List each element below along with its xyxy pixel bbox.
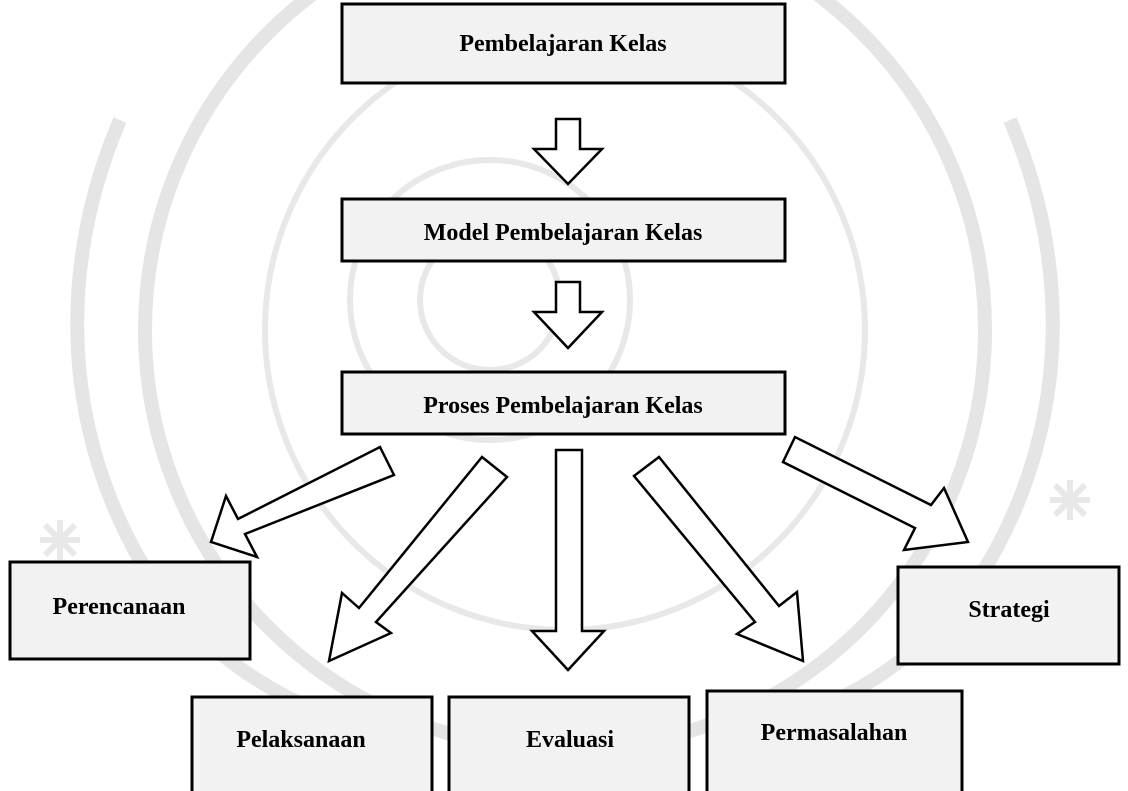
label-proses-pembelajaran-kelas: Proses Pembelajaran Kelas <box>423 393 703 419</box>
arrow-to-pelaksanaan <box>327 455 509 664</box>
label-pembelajaran-kelas: Pembelajaran Kelas <box>459 31 666 57</box>
label-model-pembelajaran-kelas: Model Pembelajaran Kelas <box>424 220 703 246</box>
box-pelaksanaan <box>190 695 434 791</box>
arrow-to-perencanaan <box>209 445 396 560</box>
label-evaluasi: Evaluasi <box>526 727 614 753</box>
label-permasalahan: Permasalahan <box>761 720 908 746</box>
label-pelaksanaan: Pelaksanaan <box>236 727 365 753</box>
arrow-to-permasalahan <box>632 455 805 663</box>
box-strategi <box>896 565 1121 666</box>
box-permasalahan <box>705 689 964 791</box>
label-perencanaan: Perencanaan <box>53 594 186 620</box>
down-arrow-2 <box>531 280 605 350</box>
box-evaluasi <box>447 695 691 791</box>
down-arrow-1 <box>531 117 605 186</box>
box-model-pembelajaran-kelas <box>340 197 787 263</box>
box-pembelajaran-kelas <box>340 2 787 85</box>
arrow-to-strategi <box>781 435 970 552</box>
box-perencanaan <box>8 560 252 661</box>
box-proses-pembelajaran-kelas <box>340 370 787 436</box>
arrow-to-evaluasi <box>529 448 607 672</box>
label-strategi: Strategi <box>968 597 1050 623</box>
